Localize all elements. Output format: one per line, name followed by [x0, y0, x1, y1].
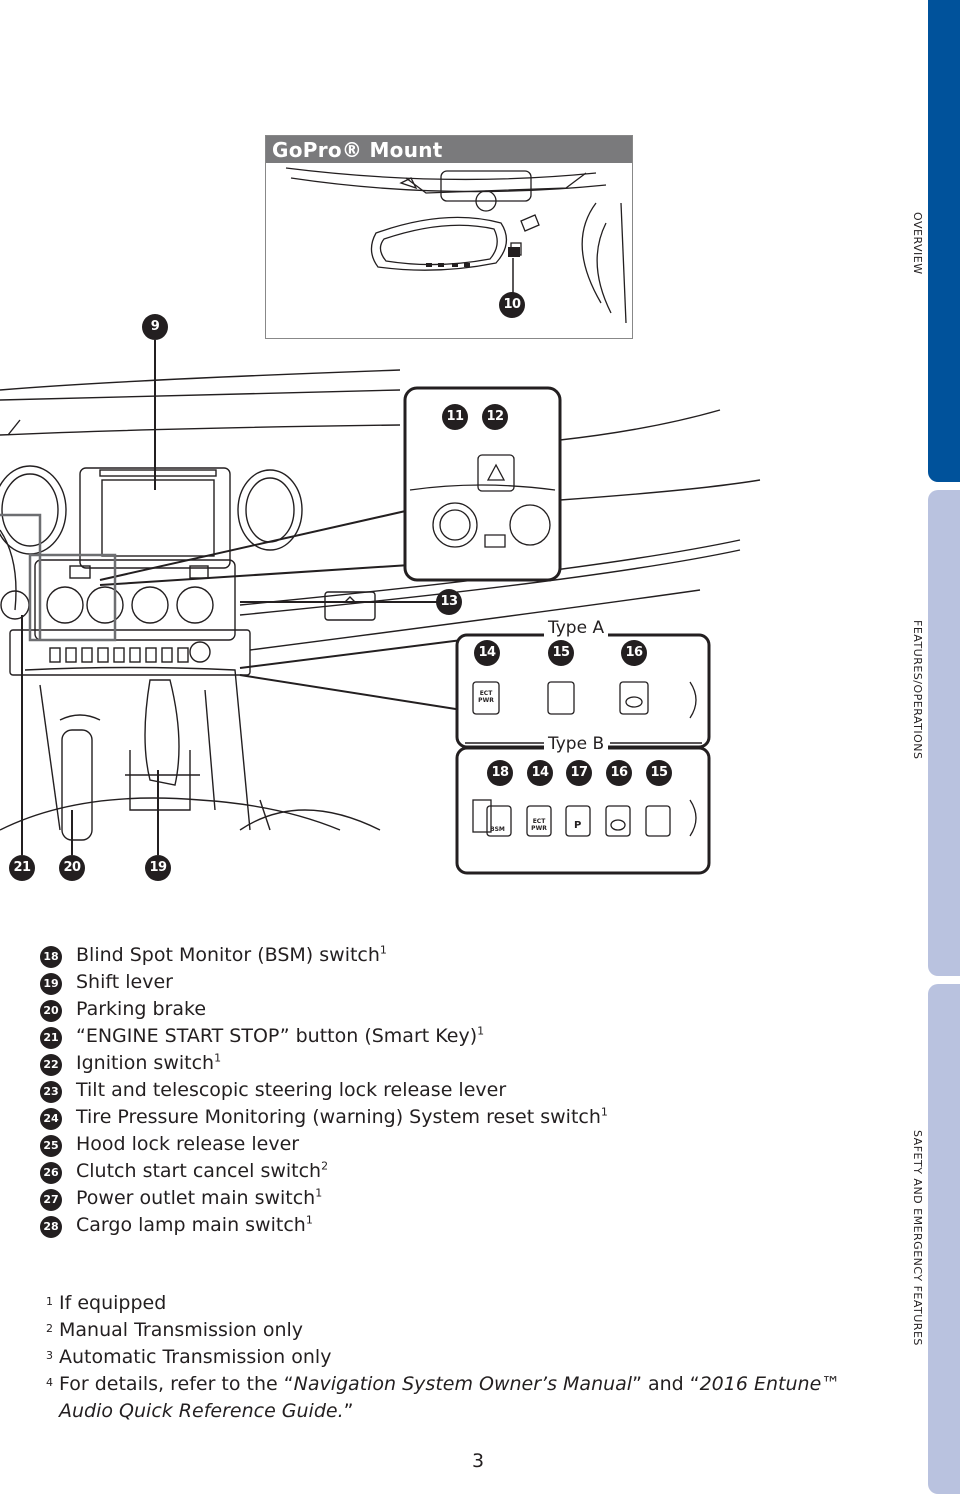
legend-footnote-ref: 1 — [214, 1051, 222, 1065]
type-b-label: Type B — [544, 734, 609, 754]
callout-15-b: 15 — [646, 760, 672, 786]
legend-footnote-ref: 1 — [379, 943, 387, 957]
legend-number-badge: 28 — [40, 1216, 62, 1238]
callout-17: 17 — [566, 760, 592, 786]
legend-label: Power outlet main switch — [76, 1187, 316, 1209]
legend-item: 21 “ENGINE START STOP” button (Smart Key)… — [40, 1023, 880, 1050]
legend-text: Tilt and telescopic steering lock releas… — [76, 1077, 506, 1104]
callout-13: 13 — [436, 589, 462, 615]
legend-item: 23 Tilt and telescopic steering lock rele… — [40, 1077, 880, 1104]
type-b-bsm-label: BSM — [490, 826, 505, 833]
dashboard-illustration — [0, 340, 761, 875]
legend-item: 25 Hood lock release lever — [40, 1131, 880, 1158]
callout-16-b: 16 — [606, 760, 632, 786]
legend-text: Parking brake — [76, 996, 206, 1023]
safety-emergency-tab[interactable] — [928, 984, 960, 1494]
legend-label: Ignition switch — [76, 1052, 215, 1074]
legend-text: Shift lever — [76, 969, 173, 996]
legend-item: 28 Cargo lamp main switch1 — [40, 1212, 880, 1239]
legend-label: “ENGINE START STOP” button (Smart Key) — [76, 1025, 478, 1047]
legend-label: Parking brake — [76, 998, 207, 1020]
legend-label: Clutch start cancel switch — [76, 1160, 322, 1182]
callout-14: 14 — [474, 640, 500, 666]
legend-number-badge: 27 — [40, 1189, 62, 1211]
callout-21: 21 — [9, 855, 35, 881]
legend-footnote-ref: 1 — [315, 1186, 323, 1200]
legend-footnote-ref: 1 — [600, 1105, 608, 1119]
legend-label: Tilt and telescopic steering lock releas… — [76, 1079, 507, 1101]
legend-number-badge: 19 — [40, 973, 62, 995]
legend-number-badge: 20 — [40, 1000, 62, 1022]
callout-16: 16 — [621, 640, 647, 666]
features-operations-tab-label[interactable]: FEATURES/OPERATIONS — [911, 620, 924, 760]
legend-text: Tire Pressure Monitoring (warning) Syste… — [76, 1104, 608, 1131]
safety-emergency-tab-label[interactable]: SAFETY AND EMERGENCY FEATURES — [911, 1130, 924, 1346]
legend-text: Blind Spot Monitor (BSM) switch1 — [76, 942, 387, 969]
callout-18: 18 — [487, 760, 513, 786]
callout-12: 12 — [482, 404, 508, 430]
legend-label: Tire Pressure Monitoring (warning) Syste… — [76, 1106, 601, 1128]
legend-label: Hood lock release lever — [76, 1133, 300, 1155]
callout-20: 20 — [59, 855, 85, 881]
overview-tab[interactable] — [928, 0, 960, 482]
legend-item: 22 Ignition switch1 — [40, 1050, 880, 1077]
legend-item: 19 Shift lever — [40, 969, 880, 996]
legend-text: Power outlet main switch1 — [76, 1185, 322, 1212]
legend-number-badge: 22 — [40, 1054, 62, 1076]
legend-text: Clutch start cancel switch2 — [76, 1158, 328, 1185]
legend-footnote-ref: 1 — [477, 1024, 485, 1038]
type-b-parking-label: P — [574, 820, 582, 831]
legend-number-badge: 24 — [40, 1108, 62, 1130]
legend-text: Ignition switch1 — [76, 1050, 221, 1077]
legend-label: Shift lever — [76, 971, 173, 993]
legend-text: “ENGINE START STOP” button (Smart Key)1 — [76, 1023, 484, 1050]
legend-text: Hood lock release lever — [76, 1131, 299, 1158]
callout-15: 15 — [548, 640, 574, 666]
features-operations-tab[interactable] — [928, 490, 960, 976]
legend-number-badge: 18 — [40, 946, 62, 968]
legend-number-badge: 25 — [40, 1135, 62, 1157]
legend-text: Cargo lamp main switch1 — [76, 1212, 313, 1239]
callout-19: 19 — [145, 855, 171, 881]
legend-number-badge: 21 — [40, 1027, 62, 1049]
legend-number-badge: 26 — [40, 1162, 62, 1184]
type-a-label: Type A — [544, 618, 609, 638]
legend-label: Blind Spot Monitor (BSM) switch — [76, 944, 380, 966]
legend-footnote-ref: 2 — [321, 1159, 329, 1173]
legend-item: 24 Tire Pressure Monitoring (warning) Sys… — [40, 1104, 880, 1131]
legend-number-badge: 23 — [40, 1081, 62, 1103]
legend-label: Cargo lamp main switch — [76, 1214, 306, 1236]
callout-9: 9 — [142, 314, 168, 340]
overview-tab-label[interactable]: OVERVIEW — [911, 212, 924, 275]
callout-10: 10 — [499, 292, 525, 318]
legend-item: 27 Power outlet main switch1 — [40, 1185, 880, 1212]
gopro-mount-illustration — [285, 167, 627, 324]
page-number: 3 — [472, 1450, 485, 1472]
callout-11: 11 — [442, 404, 468, 430]
legend-item: 26 Clutch start cancel switch2 — [40, 1158, 880, 1185]
callout-14-b: 14 — [527, 760, 553, 786]
legend-footnote-ref: 1 — [305, 1213, 313, 1227]
gopro-mount-inset: GoPro® Mount — [265, 135, 633, 339]
legend-item: 18 Blind Spot Monitor (BSM) switch1 — [40, 942, 880, 969]
legend-item: 20 Parking brake — [40, 996, 880, 1023]
gopro-mount-title: GoPro® Mount — [266, 136, 632, 163]
